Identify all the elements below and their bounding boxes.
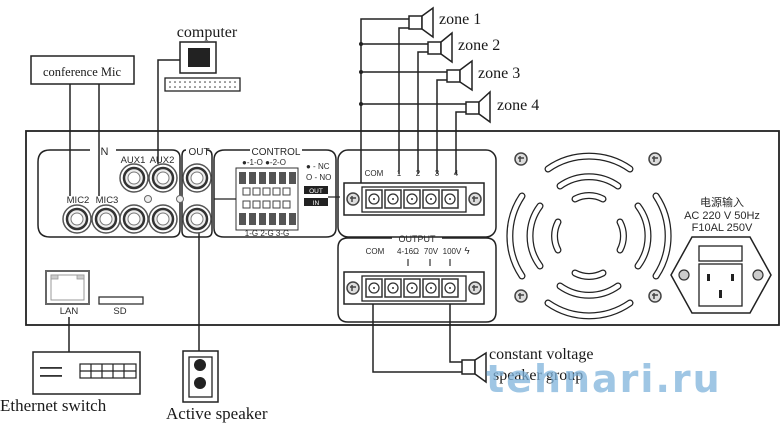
- svg-text:70V: 70V: [424, 247, 439, 256]
- screw-icon: [648, 289, 662, 303]
- svg-text:IN: IN: [313, 200, 320, 207]
- out-badge: [304, 186, 328, 194]
- zone-speaker-1: zone 1: [408, 6, 481, 39]
- svg-text:3: 3: [435, 169, 440, 178]
- screw-icon: [144, 195, 152, 203]
- output-100v-terminal[interactable]: [422, 278, 440, 298]
- power-input-label: 电源输入 AC 220 V 50Hz F10AL 250V: [684, 195, 760, 234]
- lan-label: LAN: [60, 306, 79, 317]
- zone-4-label: zone 4: [497, 97, 539, 114]
- zone-speaker-3: zone 3: [446, 59, 520, 92]
- active-speaker-icon: Active speaker: [166, 350, 268, 423]
- amplifier-rear-panel: [25, 130, 780, 326]
- power-socket-icon[interactable]: [670, 236, 772, 314]
- mic3-label: MIC3: [96, 195, 119, 206]
- output-title: OUTPUT: [399, 234, 437, 244]
- aux1-label: AUX1: [121, 155, 146, 166]
- output-70v-terminal[interactable]: [403, 278, 421, 298]
- zone-1-label: zone 1: [439, 11, 481, 28]
- mic2-jack[interactable]: [61, 203, 93, 235]
- output-com-terminal[interactable]: [365, 278, 383, 298]
- control-title: CONTROL: [252, 147, 301, 158]
- aux1-jack[interactable]: [118, 162, 150, 194]
- svg-text:F10AL 250V: F10AL 250V: [692, 222, 753, 234]
- zone-3-terminal[interactable]: [422, 189, 440, 209]
- screw-icon: [468, 192, 482, 206]
- watermark: tehnari.ru: [486, 357, 722, 401]
- screw-icon: [346, 281, 360, 295]
- svg-text:4: 4: [454, 169, 459, 178]
- mic-jack-4[interactable]: [147, 203, 179, 235]
- control-bottom-labels: 1-G 2-G 3-G: [245, 229, 289, 238]
- svg-text:COM: COM: [366, 247, 385, 256]
- mic2-label: MIC2: [67, 195, 90, 206]
- out-section: OUT: [176, 147, 213, 238]
- zone-terminal-section: COM 1 2 3 4: [337, 149, 497, 238]
- speaker-group-label-2: speaker group: [493, 367, 583, 384]
- conference-mic-label: conference Mic: [43, 65, 122, 79]
- svg-text:COM: COM: [365, 169, 384, 178]
- zone-1-terminal[interactable]: [384, 189, 402, 209]
- fan-grille-inner: [507, 154, 671, 318]
- zone-4-terminal[interactable]: [441, 189, 459, 209]
- computer-label: computer: [177, 24, 238, 41]
- svg-text:100V: 100V: [443, 247, 462, 256]
- output-4-16ohm-terminal[interactable]: [384, 278, 402, 298]
- legend-nc: ● - NC: [306, 162, 330, 171]
- zone-speaker-2: zone 2: [427, 31, 500, 64]
- screw-icon: [176, 195, 184, 203]
- output-section: OUTPUT COM 4-16Ω 70V 100V ϟ: [337, 234, 497, 323]
- aux2-label: AUX2: [150, 155, 175, 166]
- ethernet-switch-label: Ethernet switch: [0, 396, 107, 415]
- zone-com-terminal[interactable]: [365, 189, 383, 209]
- wires: [68, 18, 466, 373]
- output-extra-terminal[interactable]: [441, 278, 459, 298]
- computer-icon: computer: [164, 24, 241, 92]
- junction-dots: [359, 42, 363, 106]
- zone-2-terminal[interactable]: [403, 189, 421, 209]
- screw-icon: [514, 289, 528, 303]
- screw-icon: [648, 152, 662, 166]
- svg-text:2: 2: [416, 169, 421, 178]
- out-jack-2[interactable]: [181, 203, 213, 235]
- control-section: CONTROL ●-1-O ●-2-O 1-G 2-G 3-G ● - NC O…: [213, 147, 340, 238]
- aux2-jack[interactable]: [147, 162, 179, 194]
- svg-text:AC 220 V 50Hz: AC 220 V 50Hz: [684, 210, 760, 222]
- conference-mic-box: conference Mic: [30, 55, 135, 85]
- lightning-icon: ϟ: [464, 246, 470, 257]
- fan-grille-icon: [506, 152, 672, 320]
- control-top-labels: ●-1-O ●-2-O: [242, 158, 286, 167]
- out-title: OUT: [188, 147, 209, 158]
- legend-no: O - NO: [306, 173, 331, 182]
- svg-text:电源输入: 电源输入: [700, 195, 744, 209]
- ethernet-switch-icon: Ethernet switch: [0, 351, 141, 415]
- active-speaker-label: Active speaker: [166, 404, 268, 423]
- screw-icon: [514, 152, 528, 166]
- control-terminal-block[interactable]: [235, 167, 299, 231]
- screw-icon: [346, 192, 360, 206]
- sd-label: SD: [113, 306, 126, 317]
- mic3-jack[interactable]: [90, 203, 122, 235]
- zone-speaker-4: zone 4: [465, 90, 539, 124]
- in-section: IN MIC2 MIC3 AUX1 AUX2: [37, 146, 181, 238]
- svg-text:1: 1: [397, 169, 402, 178]
- speaker-group-icon: constant voltage speaker group: [461, 346, 593, 384]
- in-badge: [304, 198, 328, 206]
- screw-icon: [468, 281, 482, 295]
- zone-3-label: zone 3: [478, 65, 520, 82]
- svg-text:OUT: OUT: [309, 188, 323, 195]
- zone-2-label: zone 2: [458, 37, 500, 54]
- speaker-group-label-1: constant voltage: [489, 346, 593, 363]
- out-jack-1[interactable]: [181, 162, 213, 194]
- svg-text:4-16Ω: 4-16Ω: [397, 247, 419, 256]
- sd-slot[interactable]: [98, 296, 144, 305]
- lan-port[interactable]: [45, 270, 90, 305]
- mic-jack-3[interactable]: [118, 203, 150, 235]
- in-title: IN: [98, 146, 109, 158]
